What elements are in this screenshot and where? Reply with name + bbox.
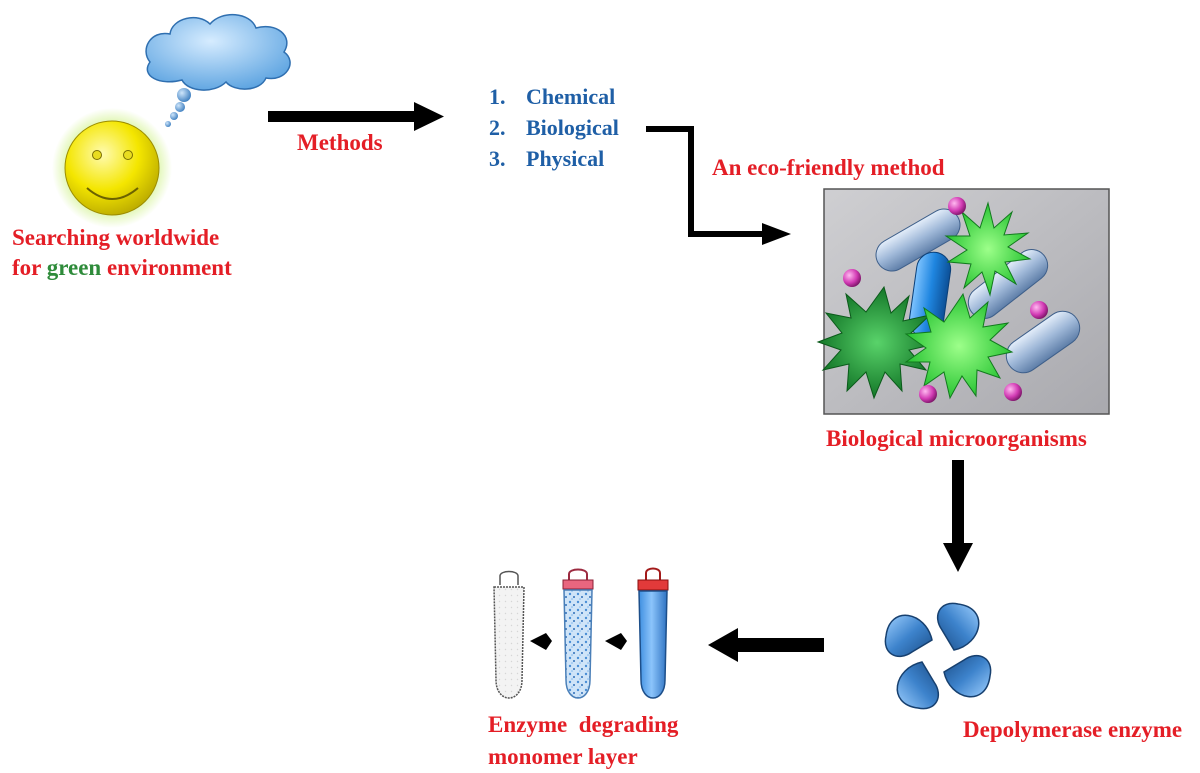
- down-arrow: [943, 460, 973, 572]
- methods-arrow: [268, 102, 444, 131]
- tube-degrading-icon: [562, 568, 594, 699]
- spiky-microbe-icon: [904, 292, 1014, 400]
- eco-friendly-label: An eco-friendly method: [712, 155, 945, 180]
- depolymerase-enzyme-icon: [884, 602, 992, 710]
- tube-clean-icon: [493, 570, 525, 699]
- spore-dot-icon: [843, 269, 861, 287]
- spore-dot-icon: [1030, 301, 1048, 319]
- eco-friendly-connector-arrow: [646, 126, 791, 245]
- methods-label: Methods: [297, 130, 383, 155]
- tubes-label: Enzyme degrading monomer layer: [488, 709, 678, 773]
- start-label-line1: Searching worldwide: [12, 225, 220, 250]
- tube-enzyme-icon: [637, 567, 669, 699]
- thought-cloud-icon: [145, 14, 291, 91]
- smiley-face-icon: [52, 108, 172, 228]
- enzyme-label: Depolymerase enzyme: [963, 717, 1183, 742]
- small-left-chevron-icon: [530, 633, 552, 650]
- start-label: Searching worldwide for green environmen…: [12, 223, 232, 283]
- tubes-label-line1: Enzyme degrading: [488, 712, 679, 737]
- green-word: green: [46, 255, 102, 280]
- method-item-physical: 3.Physical: [489, 146, 605, 171]
- microorganisms-label: Biological microorganisms: [826, 426, 1087, 451]
- thought-bubbles-icon: [165, 88, 191, 127]
- start-label-line2: for green environment: [12, 255, 232, 280]
- spiky-microbe-icon: [944, 201, 1032, 297]
- tubes-label-line2: monomer layer: [488, 744, 638, 769]
- methods-list: 1.Chemical 2.Biological 3.Physical: [489, 81, 619, 174]
- microorganisms-panel: [816, 188, 1110, 415]
- rod-bacterium-icon: [1005, 310, 1081, 374]
- method-item-biological: 2.Biological: [489, 115, 619, 140]
- left-arrow: [708, 628, 824, 662]
- spore-dot-icon: [919, 385, 937, 403]
- method-item-chemical: 1.Chemical: [489, 84, 616, 109]
- spore-dot-icon: [948, 197, 966, 215]
- spore-dot-icon: [1004, 383, 1022, 401]
- small-left-chevron-icon: [605, 633, 627, 650]
